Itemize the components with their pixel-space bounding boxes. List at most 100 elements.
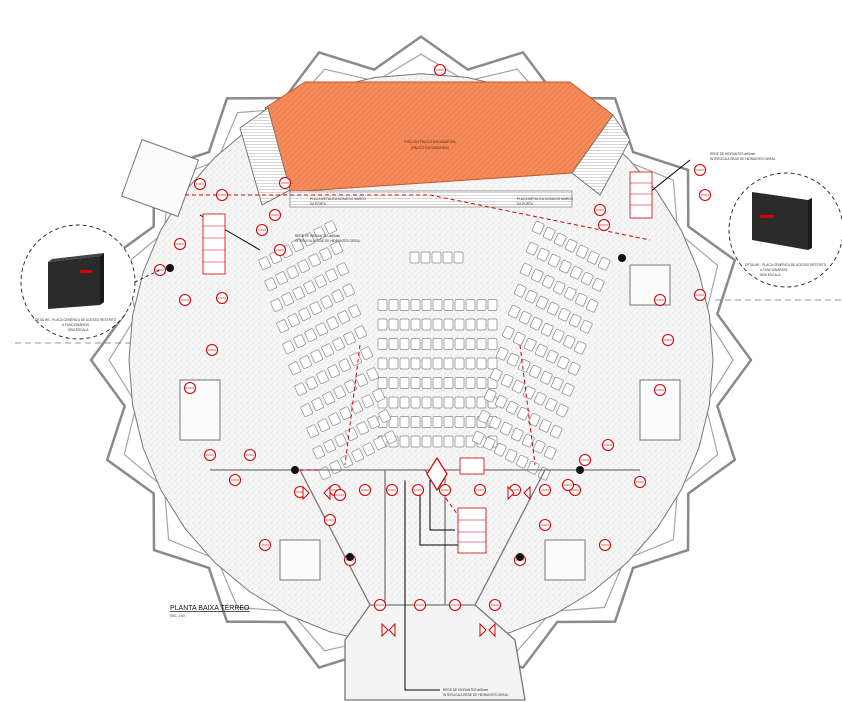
seat [305,376,318,390]
seat [297,259,310,273]
drawing-title: PLANTA BAIXA TÉRREO [170,603,250,612]
drawing-scale: ESC. 1:50 [170,614,185,618]
seat [421,299,432,311]
seat [476,338,487,350]
seat [518,310,532,325]
seat [388,357,399,370]
seat [562,334,576,349]
seat [384,430,397,444]
extinguisher-marker [291,466,299,474]
seat [337,310,350,324]
seat [530,268,544,283]
seat [286,265,299,279]
seat [388,338,399,350]
seat [545,349,559,364]
seat [388,416,399,428]
seat [288,361,301,375]
seat [552,280,566,295]
seat [399,318,410,331]
seat [442,251,453,264]
svg-text:PLACA METÁLICA ACIMA DO MARCO: PLACA METÁLICA ACIMA DO MARCO [310,197,366,201]
detail-label-left-3: SEM ESCALA [68,328,89,332]
detail-callout-right: DETALHE - PLACA GENÉRICA DE ACESSO RESTR… [728,172,842,288]
svg-text:INTERLIGA A REDE DE HIDRANTES: INTERLIGA A REDE DE HIDRANTES GERAL [295,239,361,243]
exit-arrow-sign [323,485,331,501]
seat [542,226,556,241]
seat [349,352,362,366]
seat [454,435,465,448]
seat [569,265,583,280]
seat [432,299,443,311]
seat [432,396,443,409]
seat [487,318,498,331]
seat [517,358,531,373]
seat [573,340,587,355]
seat [531,220,545,235]
seat [443,299,454,311]
hydrant-note-bottom: REDE DE HIDRANTES ø65mm INTERLIGA A REDE… [443,688,509,697]
seat [567,361,581,376]
seat [372,388,385,402]
seat [312,445,325,459]
safety-markers [153,63,712,638]
extinguisher-marker [516,553,524,561]
side-rooms [120,138,681,581]
extinguisher-marker [618,254,626,262]
seat [511,379,525,394]
hydrant-note-right: REDE DE HIDRANTES ø65mm INTERLIGA A REDE… [710,152,776,161]
seat [410,357,421,370]
seat [332,337,345,351]
seat [421,396,432,409]
seat [331,289,344,303]
seat [373,436,386,450]
seat [568,313,582,328]
seat [282,340,295,354]
seat [586,250,600,265]
seat [499,421,513,436]
seat [276,319,289,333]
seat [303,280,316,294]
seat [556,355,570,370]
seat [483,388,497,403]
seat [377,377,388,389]
seat [519,262,533,277]
seat [313,226,326,240]
seat [299,355,312,369]
seat [388,299,399,311]
seat [323,439,336,453]
seat [432,377,443,389]
seat [532,439,546,454]
seat [399,299,410,311]
seat [366,367,379,381]
exit-arrow-sign [488,622,496,638]
seat [443,396,454,409]
seat [443,318,454,331]
seat [367,415,380,429]
seat [454,377,465,389]
seat [454,396,465,409]
seat [507,304,521,319]
seat [324,220,337,234]
stage-label: PISO DO PALCO EM MADEIRA [404,140,456,144]
seat [361,394,374,408]
seat [281,292,294,306]
seat [476,396,487,409]
seat [574,292,588,307]
seat [317,418,330,432]
seat [488,415,502,430]
seat [510,427,524,442]
seat [308,253,321,267]
svg-text:DA PORTA: DA PORTA [310,202,327,206]
seat [489,367,503,382]
seat [432,435,443,448]
seat [495,346,509,361]
seat [291,238,304,252]
seat [388,318,399,331]
seat [311,397,324,411]
seat [585,298,599,313]
seat [443,435,454,448]
detail-label-right-1: DETALHE - PLACA GENÉRICA DE ACESSO RESTR… [745,262,827,267]
seat [410,377,421,389]
seat [410,318,421,331]
seat [339,406,352,420]
